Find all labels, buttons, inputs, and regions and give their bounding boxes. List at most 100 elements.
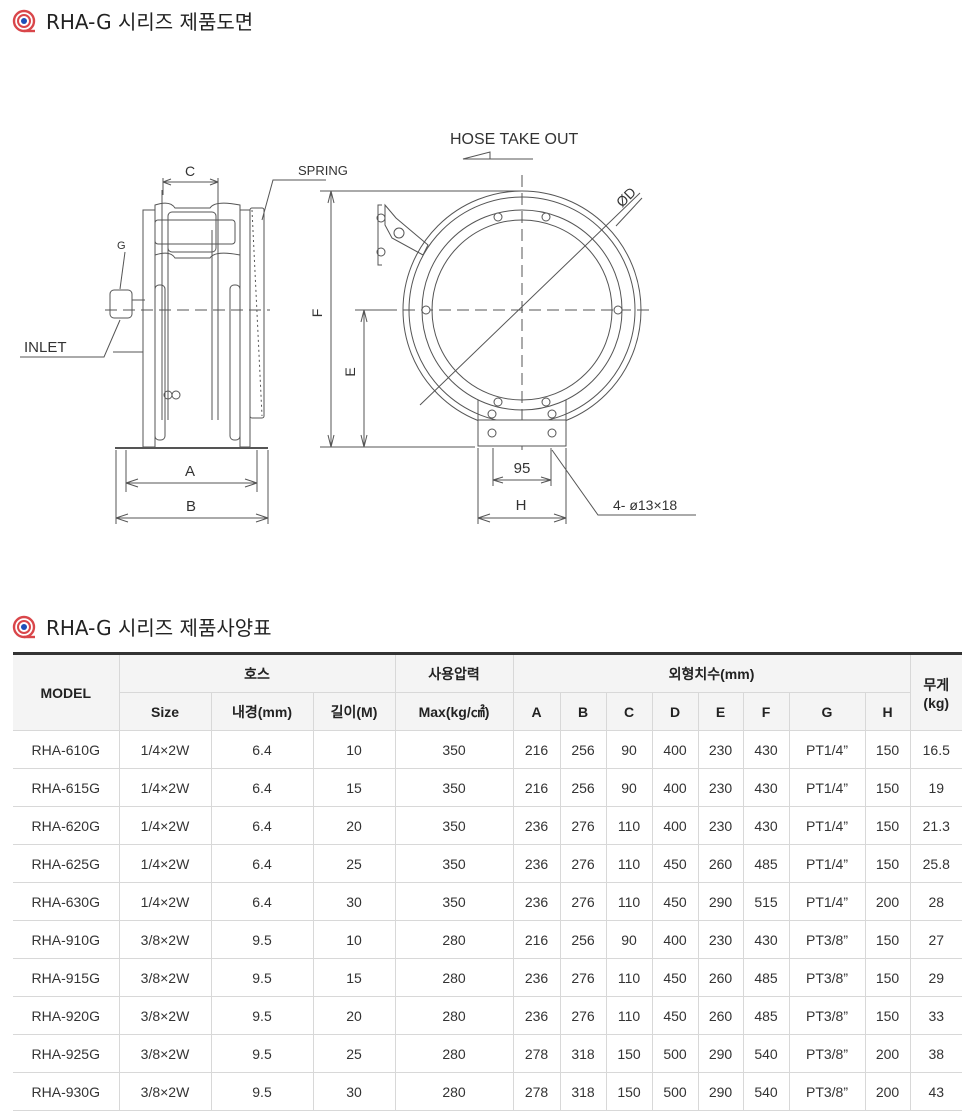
table-cell: 350 (394, 844, 514, 883)
table-cell: 1/4×2W (118, 844, 212, 883)
table-cell: RHA-630G (13, 882, 120, 921)
table-cell: 485 (742, 844, 790, 883)
table-cell: PT1/4” (788, 844, 866, 883)
table-cell: 110 (605, 844, 653, 883)
spec-section-title: RHA-G 시리즈 제품사양표 (12, 612, 272, 641)
table-cell: 256 (559, 768, 607, 807)
table-cell: 38 (909, 1034, 962, 1073)
table-cell: 90 (605, 730, 653, 769)
table-cell: 278 (512, 1072, 561, 1111)
table-cell: 21.3 (909, 806, 962, 845)
col-d: D (651, 692, 699, 731)
table-cell: 1/4×2W (118, 806, 212, 845)
table-cell: PT3/8” (788, 996, 866, 1035)
table-cell: 9.5 (210, 958, 314, 997)
table-cell: 28 (909, 882, 962, 921)
table-cell: 3/8×2W (118, 996, 212, 1035)
table-cell: 27 (909, 920, 962, 959)
label-inlet: INLET (24, 339, 67, 356)
col-c: C (605, 692, 653, 731)
table-cell: 6.4 (210, 882, 314, 921)
col-model: MODEL (13, 653, 120, 731)
table-cell: 276 (559, 844, 607, 883)
table-cell: 25 (312, 844, 396, 883)
front-view (320, 151, 696, 524)
col-h: H (864, 692, 910, 731)
table-cell: PT3/8” (788, 920, 866, 959)
table-cell: RHA-620G (13, 806, 120, 845)
col-group-hose: 호스 (118, 653, 396, 693)
table-cell: 30 (312, 882, 396, 921)
table-cell: 236 (512, 882, 561, 921)
table-cell: 350 (394, 730, 514, 769)
table-cell: 9.5 (210, 1072, 314, 1111)
table-cell: 318 (559, 1072, 607, 1111)
table-cell: 15 (312, 768, 396, 807)
table-cell: PT1/4” (788, 882, 866, 921)
table-cell: 276 (559, 958, 607, 997)
spec-title: RHA-G 시리즈 제품사양표 (46, 616, 272, 640)
table-cell: 30 (312, 1072, 396, 1111)
table-cell: 230 (697, 730, 744, 769)
table-cell: 260 (697, 958, 744, 997)
table-cell: 430 (742, 806, 790, 845)
label-f: F (309, 309, 325, 318)
table-cell: 216 (512, 730, 561, 769)
table-cell: 236 (512, 996, 561, 1035)
label-95: 95 (514, 460, 531, 477)
table-cell: 540 (742, 1034, 790, 1073)
label-g: G (117, 240, 126, 252)
label-hose-take-out: HOSE TAKE OUT (450, 131, 579, 148)
reel-logo-icon (12, 615, 36, 638)
table-cell: 236 (512, 806, 561, 845)
table-cell: 90 (605, 768, 653, 807)
table-cell: 150 (864, 996, 911, 1035)
table-cell: 33 (909, 996, 962, 1035)
spec-table: MODEL 호스 사용압력 외형치수(mm) 무게 (kg) Size 내경(m… (13, 652, 962, 1111)
table-cell: 216 (512, 768, 561, 807)
table-cell: 6.4 (210, 730, 314, 769)
table-cell: 110 (605, 806, 653, 845)
table-cell: 280 (394, 958, 514, 997)
col-f: F (742, 692, 790, 731)
table-cell: 9.5 (210, 996, 314, 1035)
table-cell: 150 (605, 1034, 653, 1073)
table-cell: 3/8×2W (118, 1072, 212, 1111)
label-a: A (185, 463, 195, 480)
table-cell: 110 (605, 958, 653, 997)
table-cell: 236 (512, 844, 561, 883)
table-cell: 500 (651, 1034, 699, 1073)
table-cell: 6.4 (210, 844, 314, 883)
col-e: E (697, 692, 744, 731)
table-cell: RHA-930G (13, 1072, 120, 1111)
table-cell: PT3/8” (788, 958, 866, 997)
table-cell: 276 (559, 806, 607, 845)
table-cell: PT1/4” (788, 768, 866, 807)
table-cell: 256 (559, 730, 607, 769)
table-cell: 15 (312, 958, 396, 997)
table-cell: RHA-910G (13, 920, 120, 959)
table-cell: 110 (605, 882, 653, 921)
table-cell: 29 (909, 958, 962, 997)
table-cell: 150 (864, 806, 911, 845)
table-cell: 540 (742, 1072, 790, 1111)
table-cell: RHA-915G (13, 958, 120, 997)
label-spring: SPRING (298, 163, 348, 178)
table-cell: 9.5 (210, 1034, 314, 1073)
table-cell: 150 (864, 958, 911, 997)
table-cell: 236 (512, 958, 561, 997)
table-cell: 90 (605, 920, 653, 959)
label-e: E (342, 367, 358, 376)
table-cell: 400 (651, 920, 699, 959)
reel-logo-icon (12, 9, 36, 32)
table-cell: 290 (697, 882, 744, 921)
table-cell: 430 (742, 920, 790, 959)
table-cell: PT1/4” (788, 806, 866, 845)
table-cell: 450 (651, 996, 699, 1035)
table-cell: 450 (651, 844, 699, 883)
table-cell: 450 (651, 882, 699, 921)
